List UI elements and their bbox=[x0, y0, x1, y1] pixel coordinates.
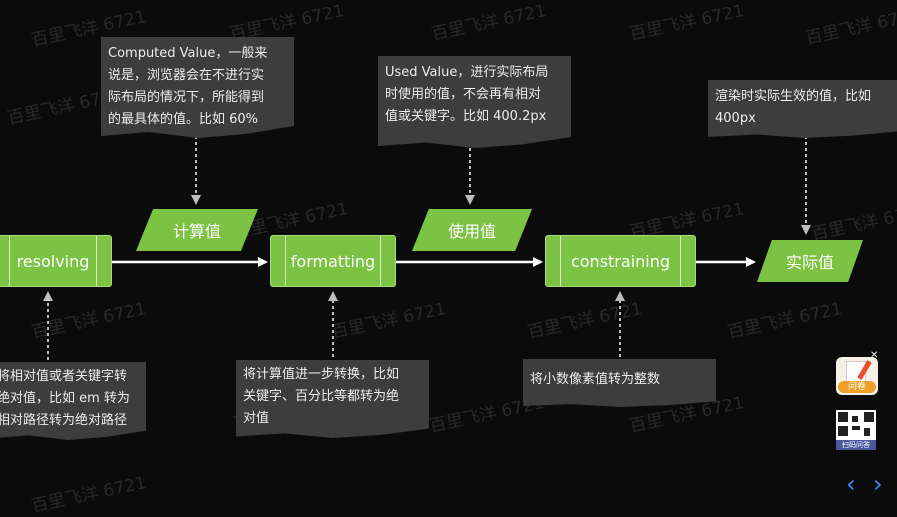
value-used: 使用值 bbox=[412, 209, 532, 251]
diagram-connectors bbox=[43, 136, 811, 360]
value-used-label: 使用值 bbox=[447, 222, 496, 241]
chevron-left-icon[interactable]: ‹ bbox=[846, 470, 856, 498]
value-actual-label: 实际值 bbox=[785, 253, 834, 272]
close-icon[interactable]: ✕ bbox=[870, 350, 879, 361]
note-line: 说是，浏览器会在不进行实 bbox=[108, 68, 265, 83]
note-line: 时使用的值，不会再有相对 bbox=[385, 87, 542, 102]
note-constraining: 将小数像素值转为整数 bbox=[523, 359, 716, 407]
value-actual: 实际值 bbox=[757, 240, 863, 282]
note-line: 将相对值或者关键字转 bbox=[0, 369, 128, 384]
note-line: 将小数像素值转为整数 bbox=[530, 372, 661, 387]
qr-finder bbox=[838, 426, 848, 436]
note-line: 际布局的情况下，所能得到 bbox=[108, 90, 265, 105]
chevron-right-icon[interactable]: › bbox=[873, 470, 883, 498]
note-line: 值或关键字。比如 400.2px bbox=[385, 109, 547, 124]
note-line: 400px bbox=[715, 111, 756, 126]
note-line: Used Value，进行实际布局 bbox=[385, 65, 549, 80]
node-formatting-label: formatting bbox=[290, 251, 376, 271]
note-resolving: 将相对值或者关键字转 绝对值，比如 em 转为 相对路径转为绝对路径 bbox=[0, 362, 146, 440]
node-resolving: resolving bbox=[0, 235, 112, 287]
node-constraining: constraining bbox=[545, 235, 696, 287]
qr-module bbox=[852, 426, 860, 430]
note-line: 将计算值进一步转换，比如 bbox=[243, 367, 400, 382]
note-line: 的最具体的值。比如 60% bbox=[108, 112, 259, 127]
note-formatting: 将计算值进一步转换，比如 关键字、百分比等都转为绝 对值 bbox=[236, 360, 429, 438]
note-computed: Computed Value，一般来 说是，浏览器会在不进行实 际布局的情况下，… bbox=[101, 37, 294, 138]
note-line: 相对路径转为绝对路径 bbox=[0, 413, 128, 428]
note-line: Computed Value，一般来 bbox=[108, 46, 268, 61]
qr-code-icon[interactable]: 扫码问答 bbox=[836, 410, 876, 450]
qr-finder bbox=[864, 412, 874, 422]
note-line: 渲染时实际生效的值，比如 bbox=[715, 89, 872, 104]
node-constraining-label: constraining bbox=[570, 251, 671, 271]
qr-finder bbox=[838, 412, 848, 422]
survey-icon[interactable]: 问卷 bbox=[836, 357, 878, 395]
qr-module bbox=[864, 428, 870, 436]
value-computed: 计算值 bbox=[136, 209, 258, 251]
survey-label: 问卷 bbox=[838, 381, 876, 393]
qr-caption: 扫码问答 bbox=[836, 440, 876, 450]
value-computed-label: 计算值 bbox=[172, 222, 221, 241]
node-resolving-label: resolving bbox=[16, 251, 90, 271]
note-line: 对值 bbox=[243, 411, 270, 426]
note-connectors bbox=[43, 136, 811, 360]
node-formatting: formatting bbox=[270, 235, 396, 287]
qr-module bbox=[852, 416, 858, 422]
note-line: 绝对值，比如 em 转为 bbox=[0, 391, 130, 406]
note-line: 关键字、百分比等都转为绝 bbox=[243, 389, 400, 404]
note-actual: 渲染时实际生效的值，比如 400px bbox=[708, 80, 897, 138]
note-used: Used Value，进行实际布局 时使用的值，不会再有相对 值或关键字。比如 … bbox=[378, 56, 571, 148]
